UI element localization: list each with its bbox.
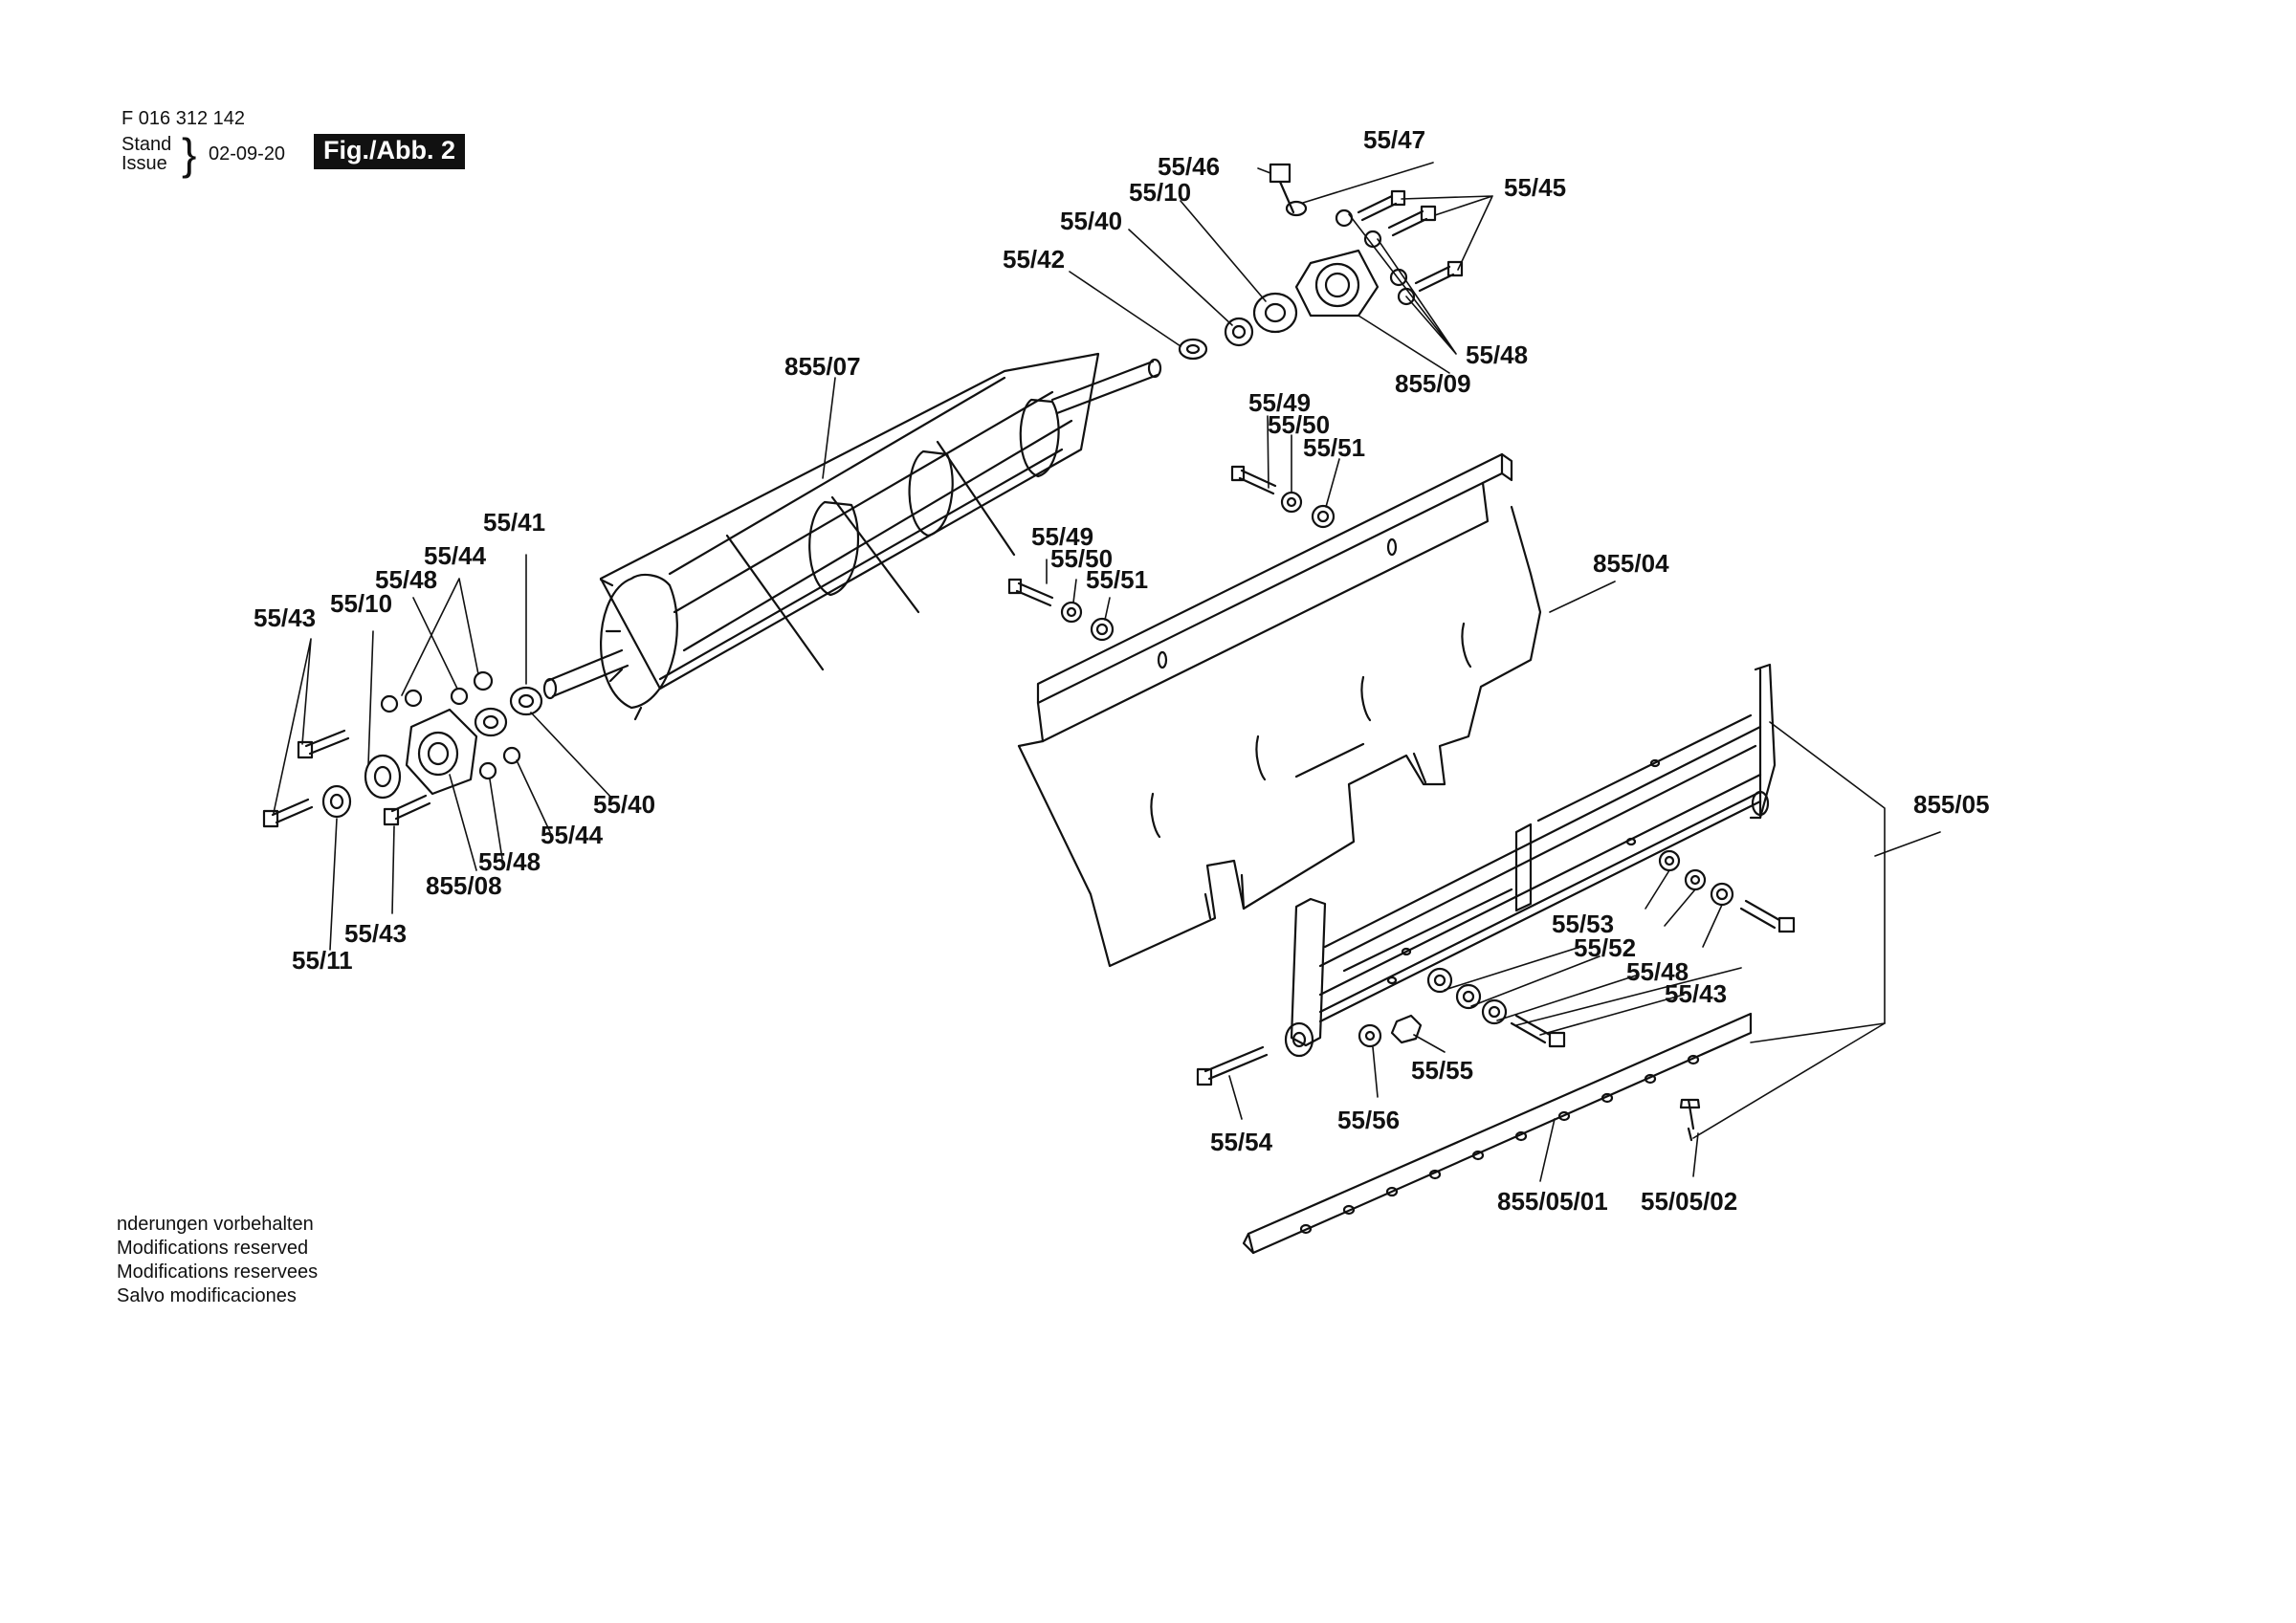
callout-label: 55/52 [1574,933,1636,962]
note-line: Modifications reserved [117,1238,309,1259]
reel-assembly [542,352,1162,721]
issue-date: 02-09-20 [209,143,286,164]
figure-label: Fig./Abb. 2 [314,134,465,169]
callout-label: 855/05/01 [1497,1187,1608,1216]
callout-label: 55/43 [254,603,316,632]
callout-label: 55/51 [1303,433,1365,462]
callout-label: 55/40 [1060,207,1122,235]
callout-label: 55/05/02 [1641,1187,1737,1216]
callout-label: 855/05 [1913,790,1990,819]
leader-lines [273,162,1941,1182]
callout-label: 855/09 [1395,369,1471,398]
callout-label: 855/08 [426,871,502,900]
upper-bearing-group [1178,163,1464,361]
note-line: Modifications reservees [117,1261,319,1283]
callout-label: 55/47 [1363,125,1425,154]
callout-label: 55/49 [1248,388,1311,417]
issue-label: Issue [121,153,167,174]
callout-label: 855/07 [784,352,861,381]
note-line: Salvo modificaciones [117,1285,297,1306]
cutter-plate [1017,452,1542,968]
callout-label: 55/10 [1129,178,1191,207]
screw-group-lower [1007,578,1115,642]
callout-label: 55/50 [1268,410,1330,439]
modification-notes: nderungen vorbehalten Modifications rese… [117,1213,318,1308]
callout-label: 55/56 [1337,1106,1400,1134]
frame-fasteners [1196,849,1796,1142]
callout-label: 55/53 [1552,910,1614,938]
part-number: F 016 312 142 [121,108,245,129]
screw-group-upper [1230,465,1336,529]
callout-label: 55/44 [424,541,487,570]
callout-label: 855/04 [1593,549,1669,578]
brace-icon: } [182,129,197,179]
callout-label: 55/54 [1210,1128,1273,1156]
callout-labels: 55/47 55/46 55/10 55/45 55/40 55/42 55/4… [254,125,1990,1216]
callout-label: 55/45 [1504,173,1566,202]
callout-label: 55/42 [1003,245,1065,274]
callout-label: 55/55 [1411,1056,1473,1085]
callout-label: 55/41 [483,508,545,537]
callout-label: 55/48 [375,565,437,594]
callout-label: 55/48 [1466,340,1528,369]
callout-label: 55/48 [478,847,541,876]
callout-label: 55/43 [344,919,407,948]
stand-label: Stand [121,134,172,155]
callout-label: 55/50 [1050,544,1113,573]
callout-label: 55/40 [593,790,655,819]
bedknife [1242,1012,1753,1255]
cutter-frame [1284,663,1777,1058]
callout-label: 55/48 [1626,957,1689,986]
note-line: nderungen vorbehalten [117,1214,314,1235]
callout-label: 55/43 [1665,979,1727,1008]
callout-label: 55/11 [292,946,353,975]
left-bearing-group [262,670,543,828]
callout-label: 55/49 [1031,522,1093,551]
callout-label: 55/10 [330,589,392,618]
callout-label: 55/44 [541,821,604,849]
callout-label: 55/51 [1086,565,1148,594]
callout-label: 55/46 [1158,152,1220,181]
